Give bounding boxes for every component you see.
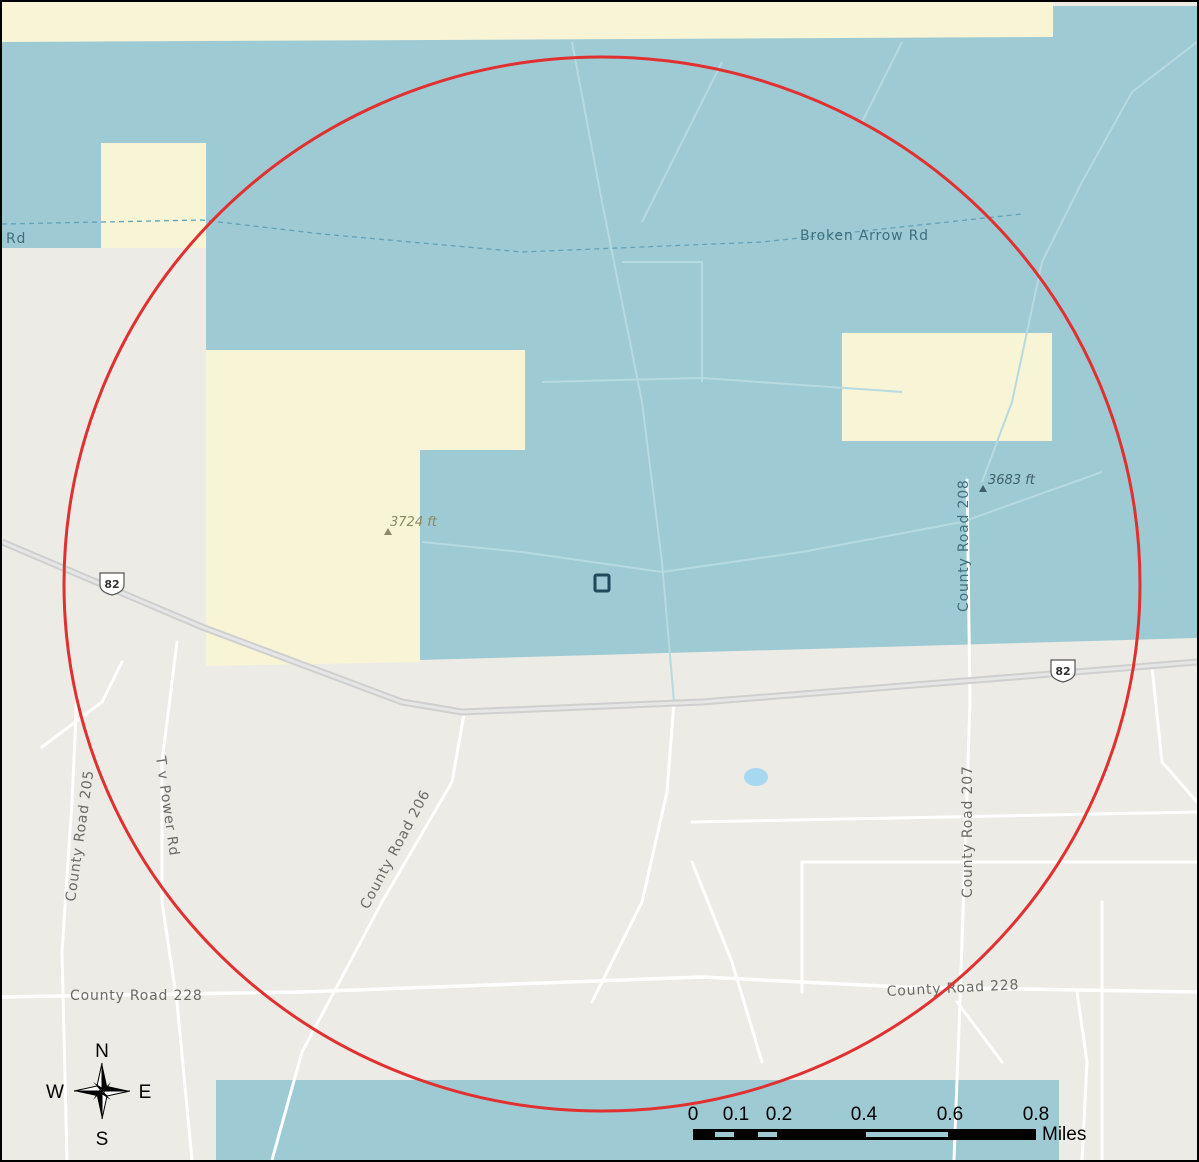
site-marker[interactable] — [593, 573, 611, 593]
broken-arrow-rd-label: Broken Arrow Rd — [800, 228, 929, 244]
pond — [744, 768, 768, 786]
blue-area-tracks — [421, 41, 1197, 703]
yellow-parcel-west — [206, 350, 525, 666]
yellow-parcel-nw-overlay — [101, 143, 206, 248]
peak-west-icon — [384, 528, 392, 535]
county-road-208-label: County Road 208 — [956, 479, 972, 612]
scale-bar-frame — [693, 1129, 1036, 1140]
county-road-228-west-label: County Road 228 — [70, 988, 203, 1004]
scale-bar-labels: 0 0.1 0.2 0.4 0.6 0.8 — [688, 1104, 1050, 1125]
scale-label-3: 0.4 — [851, 1104, 878, 1125]
compass-n-label: N — [95, 1041, 109, 1062]
scale-label-0: 0 — [688, 1104, 699, 1125]
us-highway-shield-icon — [1050, 659, 1076, 683]
peak-west-elevation: 3724 ft — [390, 515, 438, 530]
rd-fragment-label: Rd — [6, 231, 26, 247]
scale-label-2: 0.2 — [766, 1104, 792, 1125]
county-road-207-label: County Road 207 — [960, 765, 976, 898]
us82-shield-east: 82 — [1050, 659, 1076, 683]
compass-s-label: S — [96, 1129, 109, 1150]
north-arrow-compass: N S W E — [46, 1041, 151, 1150]
broken-arrow-trail — [2, 213, 1023, 253]
buffer-circle — [62, 55, 1142, 1113]
blue-parcel-main — [2, 6, 1197, 660]
scale-label-4: 0.6 — [937, 1104, 963, 1125]
blue-parcel-south — [216, 1080, 1059, 1160]
peak-east-elevation: 3683 ft — [988, 473, 1036, 488]
scale-bar: 0 0.1 0.2 0.4 0.6 0.8 Miles — [688, 1104, 1087, 1145]
scale-unit-label: Miles — [1042, 1124, 1086, 1145]
svg-text:82: 82 — [104, 578, 119, 591]
yellow-parcels — [2, 2, 1053, 666]
scale-label-5: 0.8 — [1023, 1104, 1049, 1125]
peak-east-icon — [979, 485, 987, 492]
compass-w-label: W — [46, 1082, 64, 1103]
compass-e-label: E — [139, 1082, 152, 1103]
us82-shield-west: 82 — [99, 572, 125, 596]
blue-parcels — [2, 6, 1197, 1160]
county-road-228-east-label: County Road 228 — [886, 977, 1019, 1000]
svg-text:82: 82 — [1055, 665, 1070, 678]
compass-north-point — [102, 1063, 107, 1091]
scale-label-1: 0.1 — [723, 1104, 749, 1125]
peak-east-marker: 3683 ft — [979, 473, 1036, 492]
yellow-parcel-east — [842, 333, 1052, 441]
minor-roads — [2, 478, 1197, 1160]
us-highway-shield-icon — [99, 572, 125, 596]
peak-west-marker: 3724 ft — [384, 515, 438, 535]
yellow-parcel-top-strip — [2, 2, 1053, 42]
